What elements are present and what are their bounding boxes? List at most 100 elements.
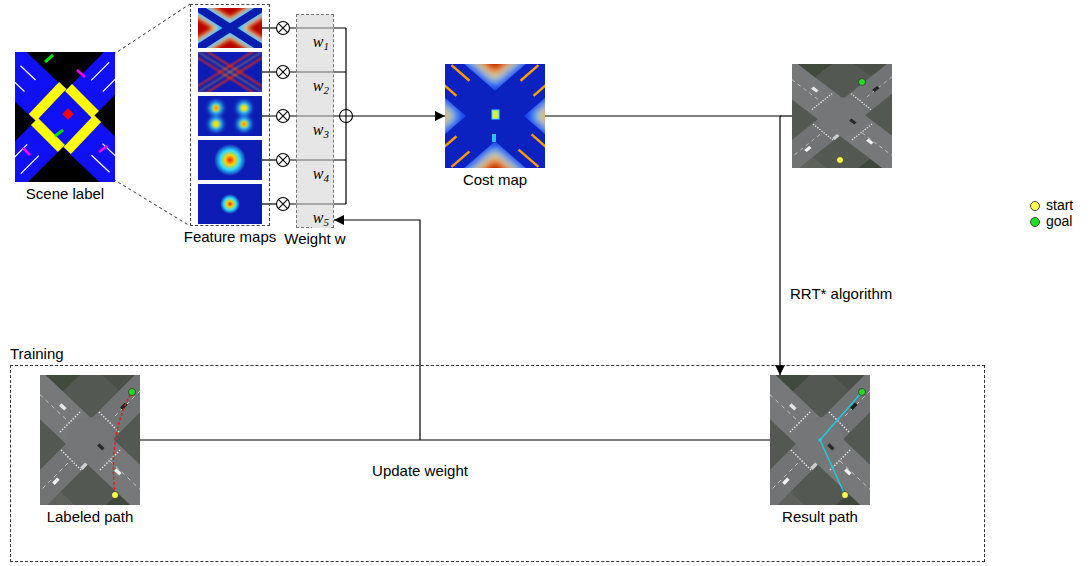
feature-map bbox=[198, 140, 262, 180]
cost-map-image bbox=[445, 64, 545, 168]
feature-map bbox=[198, 8, 262, 48]
scene-label-image bbox=[99, 146, 107, 152]
node-caption: Cost map bbox=[463, 171, 527, 189]
cost-map-image bbox=[445, 64, 545, 168]
multiply-symbol bbox=[277, 22, 290, 211]
cost-map-image bbox=[534, 80, 546, 96]
feature-map bbox=[209, 101, 251, 131]
signal-wire bbox=[262, 115, 270, 116]
start-marker bbox=[837, 157, 844, 164]
feature-map bbox=[198, 184, 262, 224]
scene-label-image bbox=[29, 82, 67, 121]
scene-label-image bbox=[15, 77, 25, 91]
scene-label-image bbox=[35, 88, 95, 148]
feature-map bbox=[198, 8, 262, 48]
connector bbox=[545, 116, 780, 375]
cost-map-image bbox=[445, 64, 545, 168]
edge-label: Update weight bbox=[370, 462, 470, 480]
goal-marker bbox=[859, 79, 866, 86]
zoom-line bbox=[108, 4, 190, 226]
feature-map bbox=[209, 117, 223, 131]
scene-label-image bbox=[55, 130, 63, 136]
feature-map bbox=[198, 96, 262, 136]
scene-label-image bbox=[64, 115, 102, 154]
aerial-photo bbox=[760, 375, 880, 505]
weight-label: w2 bbox=[312, 78, 330, 96]
cost-map-image bbox=[452, 65, 470, 81]
zoom-line bbox=[108, 176, 190, 226]
scene-label-image bbox=[21, 156, 39, 174]
weight-label: w3 bbox=[312, 122, 330, 140]
scene-label-image bbox=[15, 144, 27, 162]
feature-map bbox=[213, 121, 220, 128]
multiply-symbol bbox=[277, 110, 290, 123]
cost-map-image bbox=[471, 92, 519, 140]
feature-map bbox=[198, 52, 262, 92]
weight-column: Weight ww1w2w3w4w5 bbox=[296, 14, 334, 228]
cost-map-image bbox=[445, 64, 545, 168]
tree-vertex bbox=[818, 438, 822, 442]
feature-map-group: Feature maps bbox=[190, 4, 270, 226]
connector bbox=[140, 439, 770, 440]
feature-map bbox=[237, 101, 251, 115]
subscript: 3 bbox=[324, 128, 330, 140]
feature-map bbox=[198, 52, 262, 92]
zoom-line bbox=[108, 4, 190, 58]
feature-map bbox=[198, 140, 262, 180]
scene-label-image bbox=[62, 108, 73, 119]
cost-map-image bbox=[445, 65, 545, 167]
multiply-symbol bbox=[277, 22, 290, 35]
node-caption: Scene label bbox=[26, 185, 104, 203]
labeled-path-image: Labeled path bbox=[40, 375, 140, 505]
sum-symbol bbox=[340, 110, 353, 123]
scene-label-image bbox=[77, 70, 85, 77]
cost-map-image bbox=[445, 64, 545, 168]
start-marker bbox=[112, 492, 119, 499]
feature-map bbox=[237, 117, 251, 131]
feature-map bbox=[241, 121, 248, 128]
feature-map bbox=[242, 122, 245, 125]
feature-map bbox=[198, 8, 262, 48]
legend-text: goal bbox=[1046, 214, 1072, 229]
multiply-symbol bbox=[278, 23, 287, 32]
start-marker bbox=[842, 492, 849, 499]
multiply-symbol bbox=[277, 154, 290, 167]
feature-map bbox=[214, 106, 217, 109]
subscript: 2 bbox=[324, 84, 330, 96]
weight-label: w1 bbox=[312, 34, 330, 52]
legend: startgoal bbox=[1030, 198, 1073, 230]
feature-map bbox=[198, 52, 262, 92]
feature-map bbox=[198, 8, 262, 48]
cost-map-image bbox=[445, 64, 545, 168]
cost-map-image bbox=[452, 151, 470, 167]
training-region: TrainingLabeled pathResult path bbox=[10, 365, 985, 562]
feature-map bbox=[198, 96, 262, 136]
multiply-symbol bbox=[278, 199, 287, 208]
legend-text: start bbox=[1046, 198, 1073, 213]
cost-map-image bbox=[445, 64, 545, 168]
edge-label: RRT* algorithm bbox=[788, 285, 894, 303]
signal-wire bbox=[780, 115, 792, 116]
scene-label-image bbox=[91, 62, 109, 80]
cost-map-image bbox=[445, 64, 545, 168]
sum-symbol bbox=[340, 110, 353, 123]
feature-map bbox=[213, 105, 220, 112]
scene-label-image bbox=[15, 62, 115, 173]
scene-label-image bbox=[21, 66, 36, 80]
cost-map-image bbox=[445, 64, 545, 168]
feature-map bbox=[198, 8, 262, 48]
feature-map bbox=[214, 144, 246, 176]
sum-symbol bbox=[340, 110, 353, 123]
result-path-image: Result path bbox=[770, 375, 870, 505]
feature-map bbox=[198, 8, 262, 48]
weight-label: w5 bbox=[312, 210, 330, 228]
legend-swatch bbox=[1030, 201, 1040, 211]
cost-map-image bbox=[445, 64, 545, 168]
weight-label: w4 bbox=[312, 166, 330, 184]
node-caption: Training bbox=[10, 345, 64, 363]
multiply-symbol bbox=[278, 155, 287, 164]
feature-map bbox=[209, 101, 223, 115]
